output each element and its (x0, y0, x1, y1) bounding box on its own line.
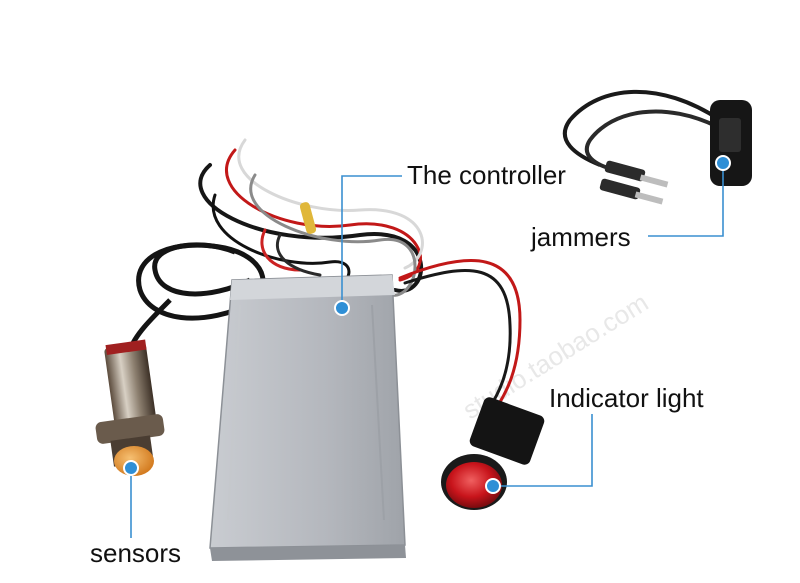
callout-dot-controller (334, 300, 350, 316)
sensors-label: sensors (90, 538, 182, 568)
controller-box (209, 274, 406, 561)
callout-dot-jammers (715, 155, 731, 171)
callout-line-jammers (648, 163, 724, 237)
jammers-device (562, 89, 752, 205)
callout-line-controller (341, 175, 402, 308)
callout-dot-indicator (485, 478, 501, 494)
callout-dot-sensors (123, 460, 139, 476)
callout-line-indicator (493, 414, 593, 487)
indicator-light-label: Indicator light (549, 383, 704, 413)
proximity-sensor (95, 339, 165, 476)
jammers-label: jammers (531, 222, 631, 252)
callout-dots (123, 155, 731, 494)
callout-lines (130, 163, 724, 538)
wire-bundle (198, 138, 522, 412)
indicator-light (441, 397, 545, 510)
controller-label: The controller (407, 160, 566, 190)
